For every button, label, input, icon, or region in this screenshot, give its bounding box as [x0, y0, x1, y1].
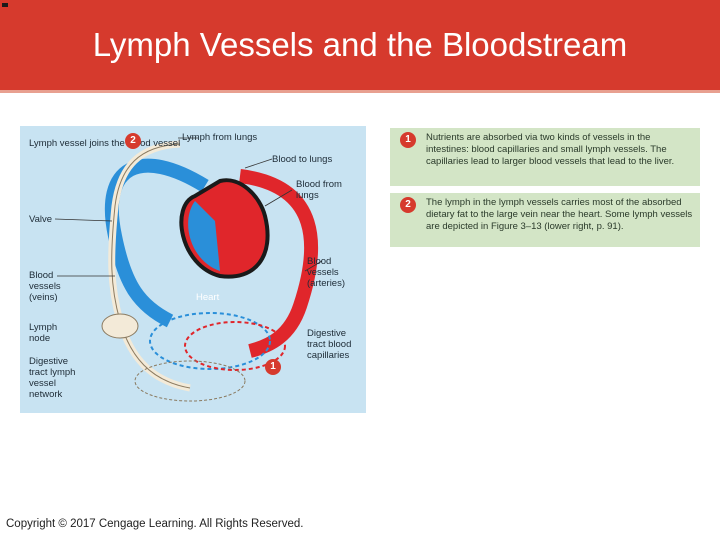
label-blood-from-lungs: Blood from lungs — [296, 179, 342, 201]
pointer-valve — [54, 218, 113, 222]
label-lymph-vessel-joins: Lymph vessel joins the blood vessel — [29, 138, 181, 149]
label-heart: Heart — [196, 292, 220, 303]
label-valve: Valve — [29, 214, 53, 225]
heart-right-side — [188, 201, 220, 271]
badge-two-figure: 2 — [125, 133, 141, 149]
pointer-blood-from-lungs — [264, 189, 293, 207]
slide-title: Lymph Vessels and the Bloodstream — [92, 26, 628, 63]
note-two-text: The lymph in the lymph vessels carries m… — [426, 197, 693, 232]
artery-loop — [239, 169, 319, 358]
corner-mark — [2, 3, 8, 7]
label-digestive-blood-capillaries: Digestive tract blood capillaries — [307, 328, 352, 361]
lymph-network-shape — [134, 360, 246, 402]
capillary-network-blue — [149, 312, 271, 370]
badge-one-figure: 1 — [265, 359, 281, 375]
label-blood-to-lungs: Blood to lungs — [272, 154, 333, 165]
label-lymph-from-lungs: Lymph from lungs — [182, 132, 258, 143]
note-one: 1 Nutrients are absorbed via two kinds o… — [390, 128, 700, 186]
label-blood-vessels-veins: Blood vessels (veins) — [29, 270, 61, 303]
label-blood-vessels-arteries: Blood vessels (arteries) — [307, 256, 346, 289]
label-lymph-node: Lymph node — [29, 322, 58, 344]
label-digestive-lymph-network: Digestive tract lymph vessel network — [29, 356, 76, 400]
note-two: 2 The lymph in the lymph vessels carries… — [390, 193, 700, 247]
circulation-diagram — [54, 137, 323, 402]
note-one-text: Nutrients are absorbed via two kinds of … — [426, 132, 675, 167]
note-one-badge: 1 — [400, 132, 416, 148]
circulation-figure: Lymph vessel joins the blood vessel 2 Ly… — [20, 126, 366, 413]
lymph-node-shape — [101, 313, 139, 339]
title-bar: Lymph Vessels and the Bloodstream — [0, 0, 720, 93]
lymph-vessel-outline — [111, 143, 191, 389]
pointer-arteries — [304, 260, 323, 272]
note-two-badge: 2 — [400, 197, 416, 213]
copyright-text: Copyright © 2017 Cengage Learning. All R… — [6, 518, 304, 530]
pointer-blood-to-lungs — [244, 158, 273, 169]
